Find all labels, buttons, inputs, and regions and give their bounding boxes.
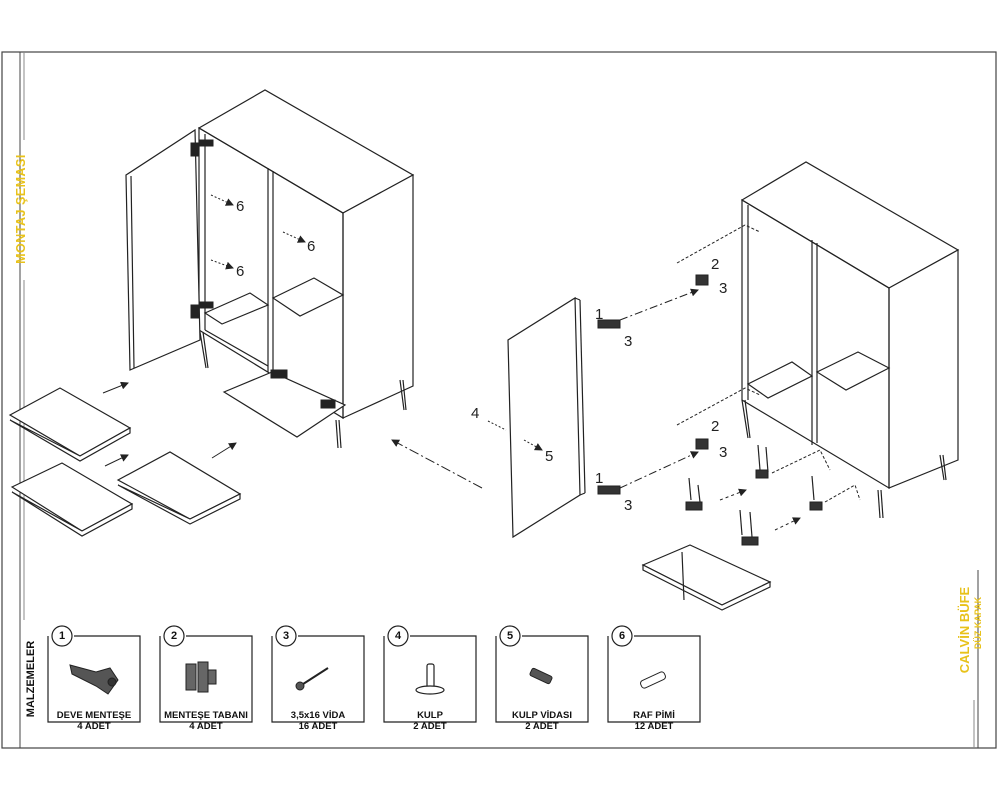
part-label-hinge: DEVE MENTEŞE 4 ADET: [38, 710, 150, 732]
knob-icon: [415, 663, 445, 695]
right-arrows: [487, 224, 861, 531]
title-montaj: MONTAJ ŞEMASI: [14, 154, 28, 264]
part-label-screw: 3,5x16 VİDA 16 ADET: [262, 710, 374, 732]
part-qty: 12 ADET: [634, 721, 674, 732]
part-label-knob-screw: KULP VİDASI 2 ADET: [486, 710, 598, 732]
outer-border: [1, 51, 997, 749]
callout-screw: 3: [624, 333, 633, 350]
callout-shelf-pin: 6: [236, 263, 245, 280]
callout-screw: 3: [719, 444, 728, 461]
part-label-shelf-pin: RAF PİMİ 12 ADET: [598, 710, 710, 732]
shelf-pin-icon: [640, 671, 666, 689]
callout-hinge-base: 2: [711, 256, 720, 273]
part-number: 2: [170, 630, 178, 642]
part-label-knob: KULP 2 ADET: [374, 710, 486, 732]
left-arrows: [102, 194, 483, 489]
screws-right: [681, 444, 815, 601]
title-variant: DÜZ KAPAK: [973, 596, 983, 650]
part-qty: 2 ADET: [525, 721, 559, 732]
part-qty: 4 ADET: [77, 721, 111, 732]
right-flap: [641, 544, 772, 611]
parts-cards: [47, 625, 701, 723]
part-number: 3: [282, 630, 290, 642]
left-cabinet: [125, 89, 415, 449]
part-name: KULP VİDASI: [511, 710, 572, 721]
callout-knob: 4: [471, 405, 480, 422]
callout-knob-screw: 5: [545, 448, 554, 465]
screw-icon: [295, 667, 329, 691]
callout-hinge: 1: [595, 306, 604, 323]
part-name: 3,5x16 VİDA: [290, 710, 346, 721]
part-name: KULP: [417, 710, 443, 721]
callout-hinge-base: 2: [711, 418, 720, 435]
hinge-base-icon: [185, 661, 217, 693]
loose-shelves: [8, 387, 242, 537]
part-name: MENTEŞE TABANI: [164, 710, 248, 721]
part-number: 4: [394, 630, 402, 642]
callout-screw: 3: [624, 497, 633, 514]
part-name: DEVE MENTEŞE: [56, 710, 132, 721]
part-number: 6: [618, 630, 626, 642]
callout-shelf-pin: 6: [236, 198, 245, 215]
part-number: 1: [58, 630, 66, 642]
callout-screw: 3: [719, 280, 728, 297]
right-door: [507, 296, 586, 539]
hinge-icon: [69, 664, 119, 695]
part-number: 5: [506, 630, 514, 642]
callout-hinge: 1: [595, 470, 604, 487]
left-hinges: [190, 139, 336, 409]
right-hinges: [597, 274, 823, 546]
callout-shelf-pin: 6: [307, 238, 316, 255]
title-materials: MALZEMELER: [25, 640, 37, 718]
title-product: CALVİN BÜFE: [957, 586, 972, 674]
part-qty: 16 ADET: [298, 721, 338, 732]
part-label-hinge-base: MENTEŞE TABANI 4 ADET: [150, 710, 262, 732]
part-name: RAF PİMİ: [633, 710, 675, 721]
part-qty: 2 ADET: [413, 721, 447, 732]
right-cabinet: [740, 161, 960, 519]
knob-screw-icon: [529, 667, 553, 685]
part-qty: 4 ADET: [189, 721, 223, 732]
